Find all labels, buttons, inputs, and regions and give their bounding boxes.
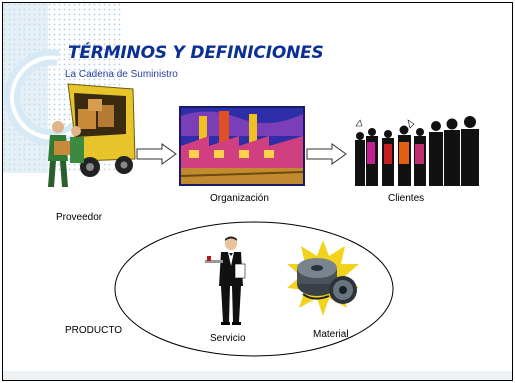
- product-ellipse: [114, 221, 394, 357]
- delivery-truck-clipart: [48, 83, 136, 187]
- factory-clipart: [179, 106, 305, 186]
- slide-title: TÉRMINOS Y DEFINICIONES: [68, 43, 324, 63]
- supplier-label: Proveedor: [56, 212, 103, 223]
- arrow-right-icon: [136, 143, 177, 165]
- product-label: PRODUCTO: [65, 325, 123, 336]
- film-reels-clipart: [287, 240, 359, 316]
- arrow-right-icon: [306, 143, 347, 165]
- waiter-clipart: [205, 236, 246, 325]
- bottom-strip: [3, 371, 512, 380]
- material-label: Material: [313, 329, 349, 340]
- service-label: Servicio: [210, 333, 246, 344]
- clients-label: Clientes: [388, 193, 425, 204]
- organization-label: Organización: [210, 193, 269, 204]
- crowd-clipart: [355, 116, 479, 186]
- slide-subtitle: La Cadena de Suministro: [65, 69, 178, 80]
